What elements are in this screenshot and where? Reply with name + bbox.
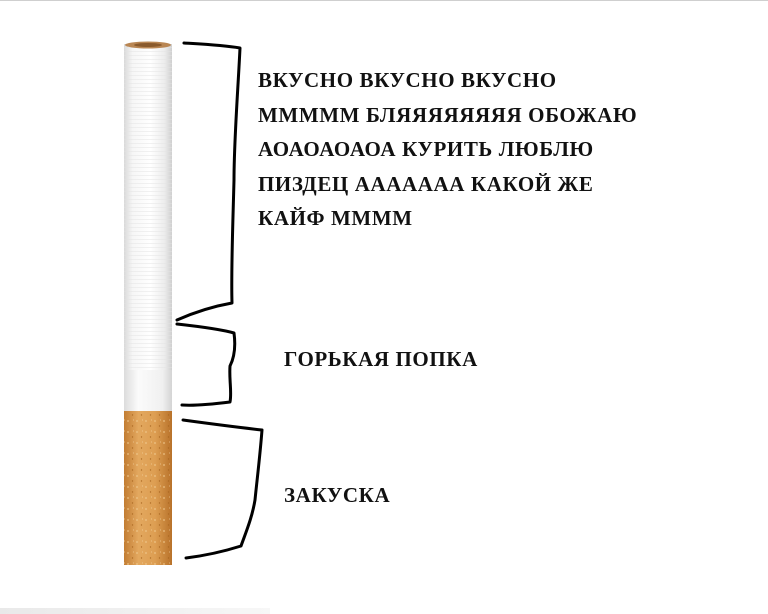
filter-section-caption: ЗАКУСКА: [284, 483, 391, 507]
top-border-line: [0, 0, 768, 1]
tobacco-section-caption: ВКУСНО ВКУСНО ВКУСНО МММММ БЛЯЯЯЯЯЯЯЯ ОБ…: [258, 68, 638, 230]
transition-section-caption: ГОРЬКАЯ ПОПКА: [284, 347, 478, 371]
paper-band: [124, 370, 172, 411]
middle-bracket: [175, 322, 237, 407]
bottom-bracket: [181, 418, 264, 560]
top-bracket: [175, 41, 242, 322]
bottom-shadow-strip: [0, 608, 270, 614]
cigarette: [124, 41, 172, 565]
